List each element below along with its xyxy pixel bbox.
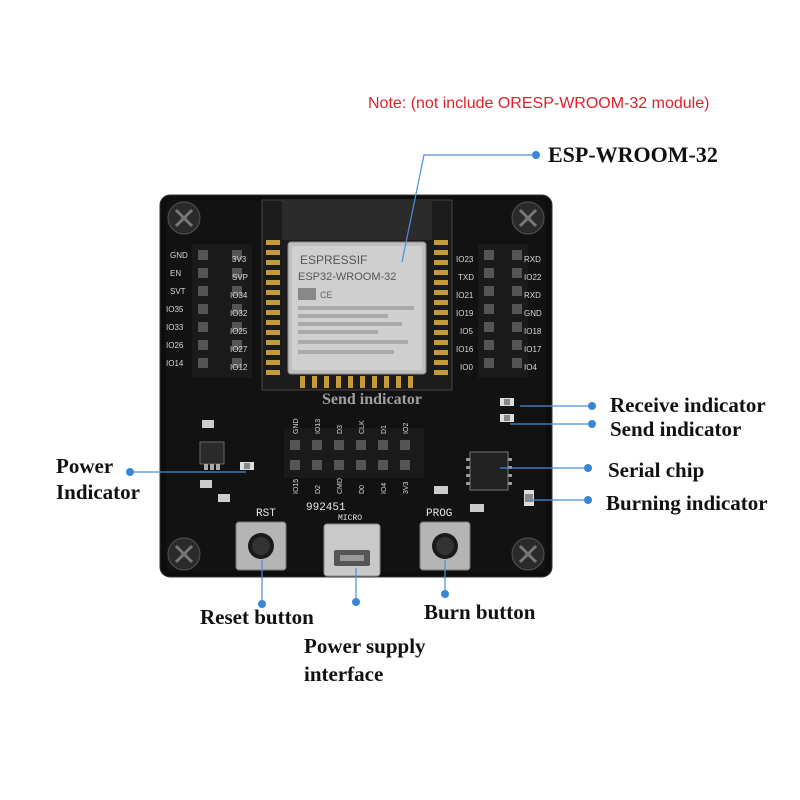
svg-text:IO17: IO17 — [524, 345, 542, 354]
left-header — [192, 244, 252, 378]
power-indicator-callout-line1: Power — [56, 454, 114, 478]
socket-pins-bottom — [300, 376, 413, 388]
svg-text:RXD: RXD — [524, 255, 541, 264]
svg-text:D1: D1 — [381, 425, 388, 434]
socket-pins-left — [266, 240, 280, 375]
dot-send — [588, 420, 596, 428]
dot-burning — [584, 496, 592, 504]
serial-chip-callout: Serial chip — [608, 458, 705, 482]
power-led — [240, 462, 254, 470]
dot-burn — [441, 590, 449, 598]
reset-button-graphic — [235, 521, 287, 571]
svg-text:SVP: SVP — [232, 273, 248, 282]
svg-text:RXD: RXD — [524, 291, 541, 300]
svg-text:IO22: IO22 — [524, 273, 542, 282]
svg-text:IO21: IO21 — [456, 291, 474, 300]
svg-text:IO23: IO23 — [456, 255, 474, 264]
svg-text:D2: D2 — [315, 485, 322, 494]
svg-text:GND: GND — [170, 251, 188, 260]
overlap-label: Send indicator — [322, 391, 422, 408]
svg-text:IO14: IO14 — [166, 359, 184, 368]
burn-button-callout: Burn button — [424, 600, 536, 624]
right-header — [478, 244, 528, 378]
serial-chip — [466, 451, 512, 491]
left-header-inner-labels: 3V3 SVP IO34 IO32 IO25 IO27 IO12 — [230, 255, 248, 372]
svg-text:IO13: IO13 — [315, 419, 322, 434]
svg-text:IO4: IO4 — [524, 363, 537, 372]
svg-text:IO16: IO16 — [456, 345, 474, 354]
burn-button-graphic — [419, 521, 471, 571]
receive-indicator-callout: Receive indicator — [610, 393, 766, 417]
svg-text:D3: D3 — [337, 425, 344, 434]
screw-bottom-left — [167, 537, 201, 571]
power-indicator-callout-line2: Indicator — [56, 480, 140, 504]
svg-text:IO34: IO34 — [230, 291, 248, 300]
svg-text:IO5: IO5 — [460, 327, 473, 336]
dot-power — [126, 468, 134, 476]
svg-text:3V3: 3V3 — [403, 481, 410, 494]
svg-text:3V3: 3V3 — [232, 255, 247, 264]
svg-text:GND: GND — [293, 418, 300, 434]
bottom-header-top-labels: GND IO13 D3 CLK D1 IO2 — [293, 418, 410, 434]
dot-receive — [588, 402, 596, 410]
svg-text:IO15: IO15 — [293, 479, 300, 494]
svg-text:IO18: IO18 — [524, 327, 542, 336]
prog-silk: PROG — [426, 508, 452, 520]
svg-text:EN: EN — [170, 269, 181, 278]
svg-text:IO33: IO33 — [166, 323, 184, 332]
svg-text:GND: GND — [524, 309, 542, 318]
power-supply-callout-line1: Power supply — [304, 634, 426, 658]
rx-tx-leds — [500, 398, 514, 422]
board-number: 992451 — [306, 502, 346, 514]
svg-text:IO12: IO12 — [230, 363, 248, 372]
screw-top-left — [167, 201, 201, 235]
dot-psu — [352, 598, 360, 606]
reset-button-callout: Reset button — [200, 605, 314, 629]
micro-silk: MICRO — [338, 514, 362, 523]
svg-text:SVT: SVT — [170, 287, 186, 296]
voltage-regulator — [199, 441, 225, 470]
svg-text:IO32: IO32 — [230, 309, 248, 318]
rst-silk: RST — [256, 508, 276, 520]
svg-text:CMD: CMD — [337, 478, 344, 494]
right-header-outer-labels: RXD IO22 RXD GND IO18 IO17 IO4 — [524, 255, 542, 372]
svg-text:IO2: IO2 — [403, 423, 410, 434]
dot-serial — [584, 464, 592, 472]
svg-text:IO25: IO25 — [230, 327, 248, 336]
svg-text:IO0: IO0 — [460, 363, 473, 372]
note-text: Note: (not include ORESP-WROOM-32 module… — [368, 95, 710, 112]
leader-module — [401, 154, 536, 263]
socket-pins-right — [434, 240, 448, 375]
screw-top-right — [511, 201, 545, 235]
micro-usb-port — [323, 523, 381, 577]
module-model: ESP32-WROOM-32 — [298, 271, 396, 283]
module-callout: ESP-WROOM-32 — [548, 142, 718, 167]
bottom-header — [284, 428, 424, 478]
power-supply-callout-line2: interface — [304, 662, 384, 686]
module-brand: ESPRESSIF — [300, 253, 367, 267]
svg-text:IO19: IO19 — [456, 309, 474, 318]
svg-text:TXD: TXD — [458, 273, 474, 282]
dot-module — [532, 151, 540, 159]
burn-led — [524, 490, 534, 506]
bottom-header-bottom-labels: IO15 D2 CMD D0 IO4 3V3 — [293, 478, 410, 494]
dot-reset — [258, 600, 266, 608]
send-indicator-callout: Send indicator — [610, 417, 742, 441]
svg-text:IO26: IO26 — [166, 341, 184, 350]
svg-text:IO4: IO4 — [381, 483, 388, 494]
screw-bottom-right — [511, 537, 545, 571]
svg-text:CE: CE — [320, 290, 333, 300]
svg-text:D0: D0 — [359, 485, 366, 494]
svg-text:CLK: CLK — [359, 420, 366, 434]
svg-text:IO27: IO27 — [230, 345, 248, 354]
svg-text:IO35: IO35 — [166, 305, 184, 314]
burning-indicator-callout: Burning indicator — [606, 491, 768, 515]
left-header-outer-labels: GND EN SVT IO35 IO33 IO26 IO14 — [166, 251, 188, 368]
right-header-inner-labels: IO23 TXD IO21 IO19 IO5 IO16 IO0 — [456, 255, 474, 372]
